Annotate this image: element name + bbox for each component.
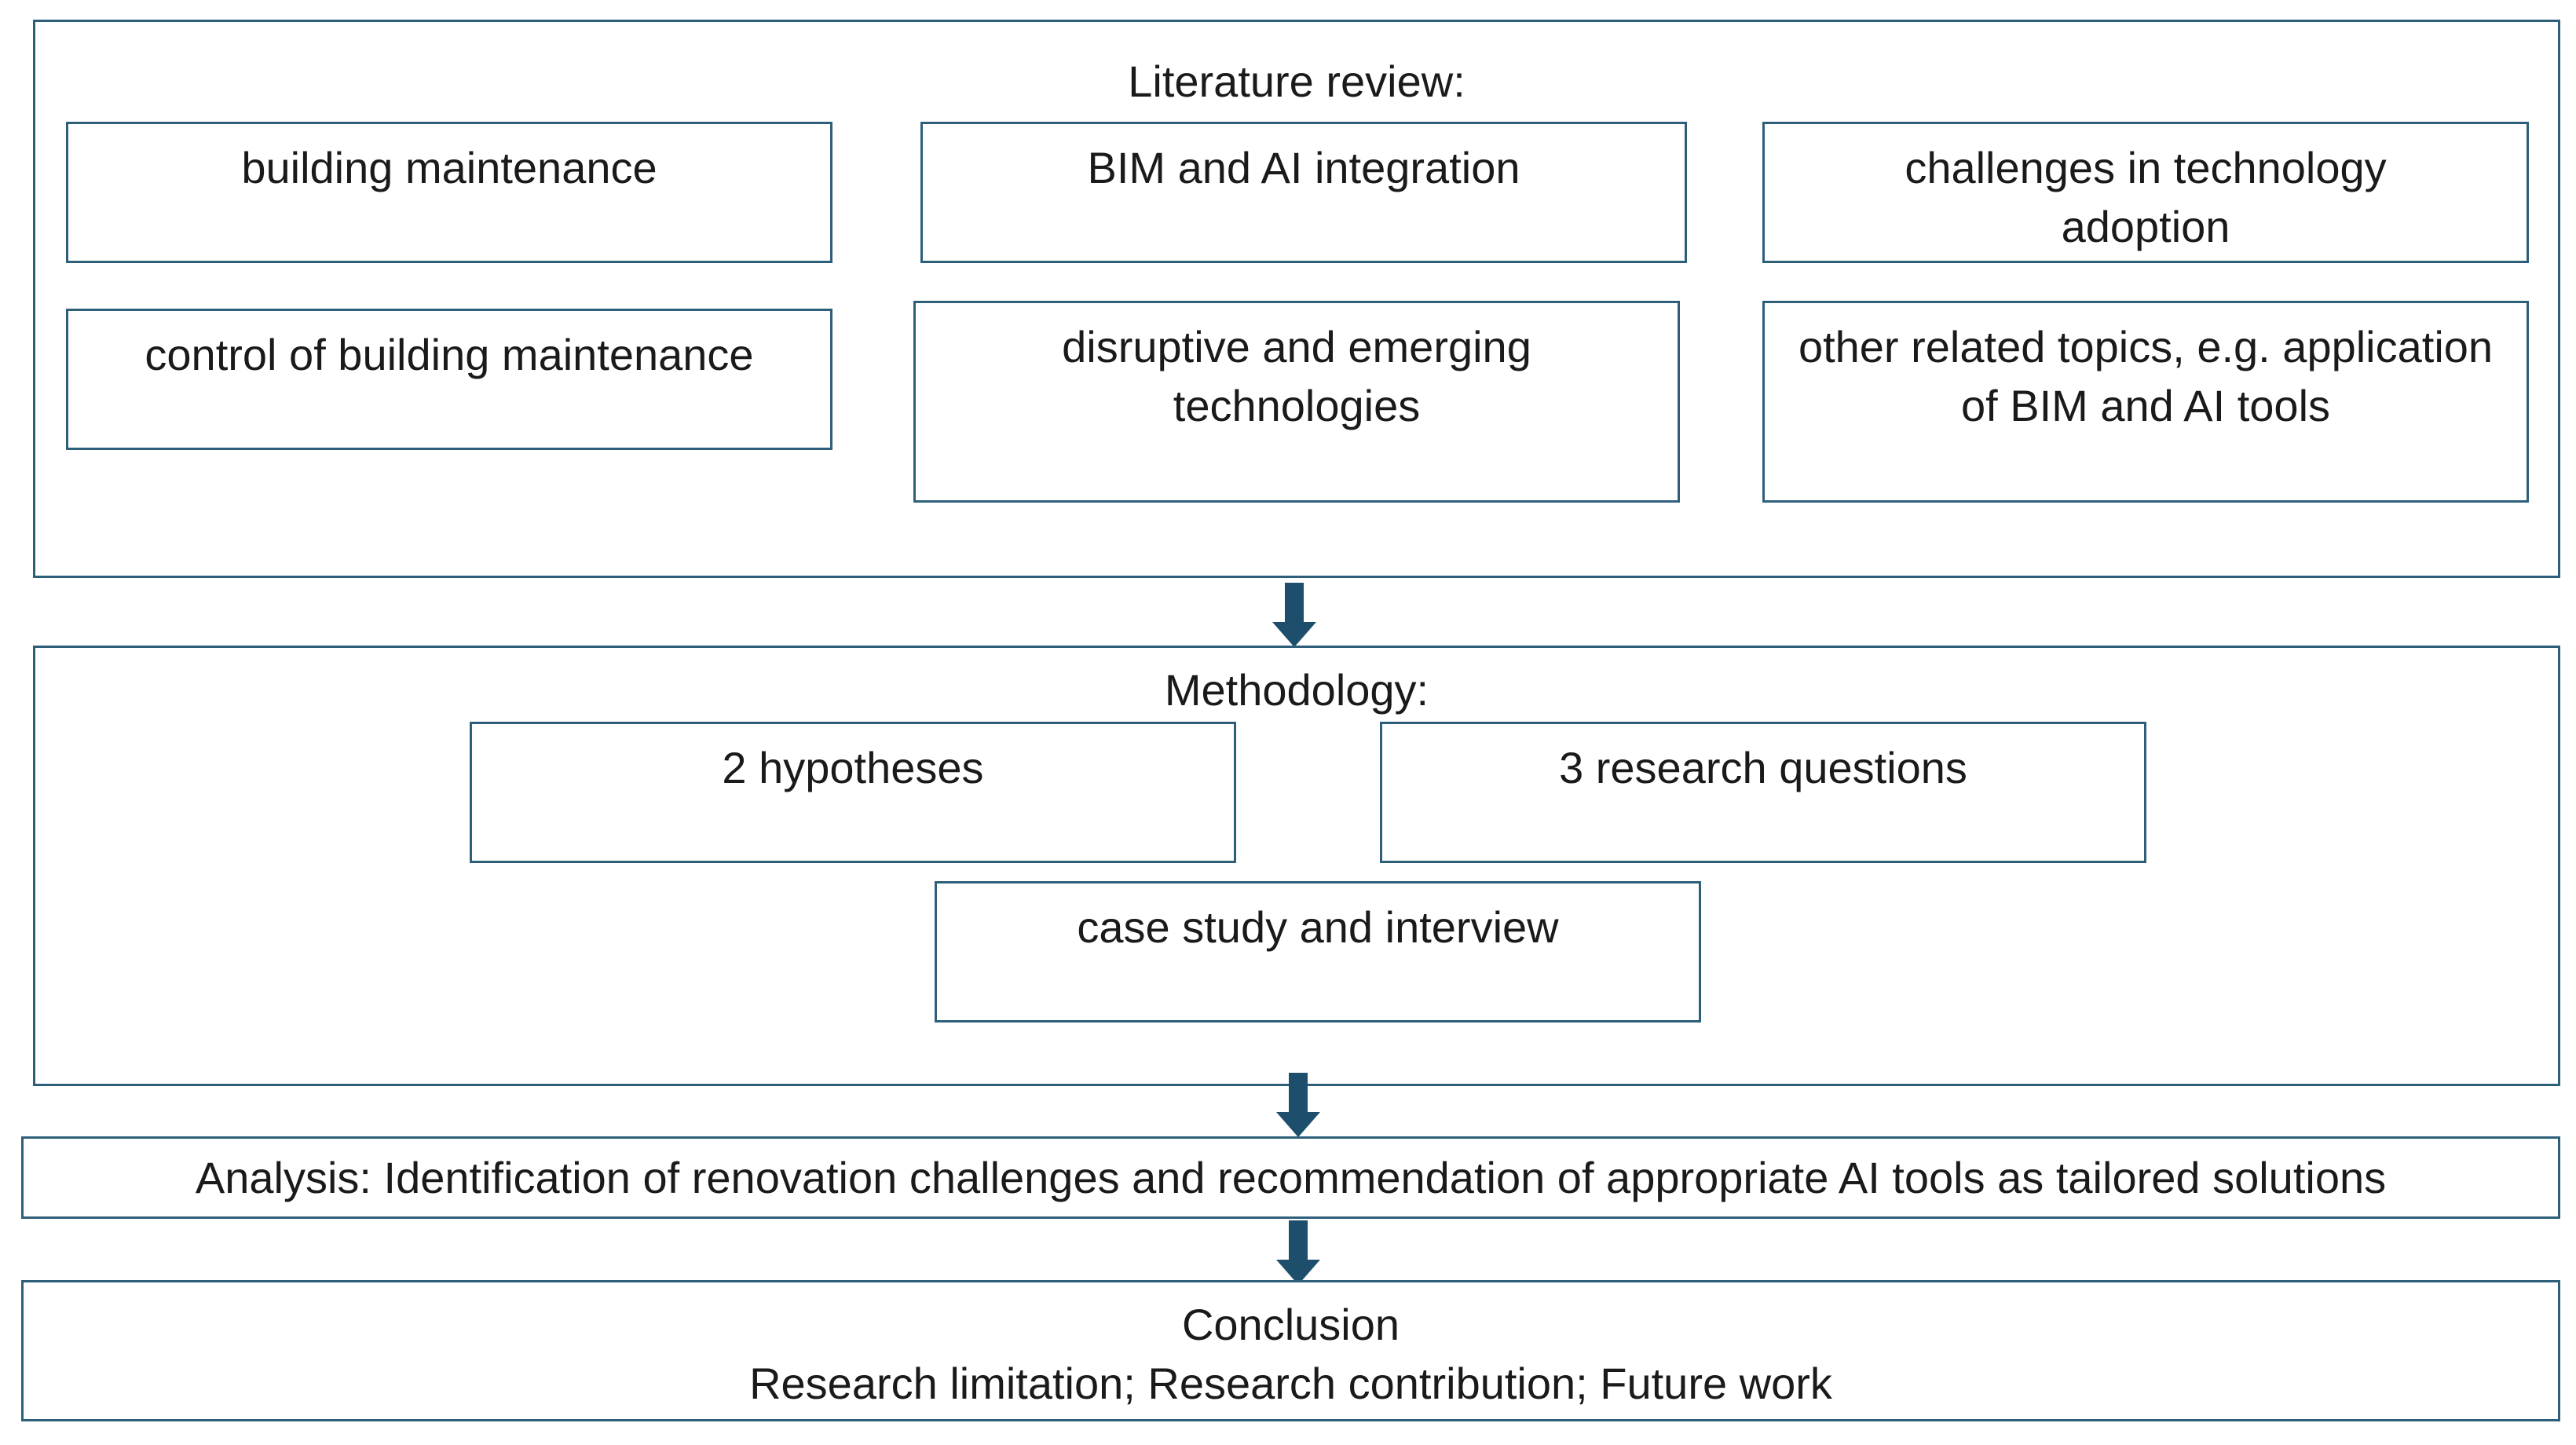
topic-technology-adoption-challenges: challenges in technology adoption <box>1762 122 2529 263</box>
methodology-item-label: 2 hypotheses <box>722 743 984 792</box>
methodology-hypotheses: 2 hypotheses <box>470 722 1236 863</box>
topic-label: BIM and AI integration <box>1087 143 1520 192</box>
methodology-research-questions: 3 research questions <box>1380 722 2146 863</box>
topic-label: other related topics, e.g. application o… <box>1798 322 2494 430</box>
methodology-item-label: case study and interview <box>1077 902 1559 952</box>
topic-bim-ai-integration: BIM and AI integration <box>920 122 1687 263</box>
conclusion-subtitle: Research limitation; Research contributi… <box>749 1359 1832 1408</box>
down-arrow-icon <box>1276 1073 1320 1137</box>
topic-label: disruptive and emerging technologies <box>1062 322 1531 430</box>
down-arrow-icon <box>1272 583 1316 647</box>
literature-review-title: Literature review: <box>1128 57 1465 106</box>
methodology-title: Methodology: <box>1164 665 1429 715</box>
analysis-section: Analysis: Identification of renovation c… <box>21 1136 2560 1219</box>
topic-label: building maintenance <box>241 143 657 192</box>
topic-label: control of building maintenance <box>145 330 754 379</box>
topic-disruptive-emerging-tech: disruptive and emerging technologies <box>913 301 1680 503</box>
topic-label: challenges in technology adoption <box>1905 143 2387 251</box>
down-arrow-icon <box>1276 1220 1320 1285</box>
topic-control-building-maintenance: control of building maintenance <box>66 309 832 450</box>
conclusion-section: Conclusion Research limitation; Research… <box>21 1280 2560 1421</box>
conclusion-title: Conclusion <box>1181 1300 1400 1349</box>
topic-other-related: other related topics, e.g. application o… <box>1762 301 2529 503</box>
methodology-case-study: case study and interview <box>935 881 1701 1022</box>
methodology-item-label: 3 research questions <box>1559 743 1967 792</box>
topic-building-maintenance: building maintenance <box>66 122 832 263</box>
analysis-text: Analysis: Identification of renovation c… <box>195 1153 2387 1202</box>
